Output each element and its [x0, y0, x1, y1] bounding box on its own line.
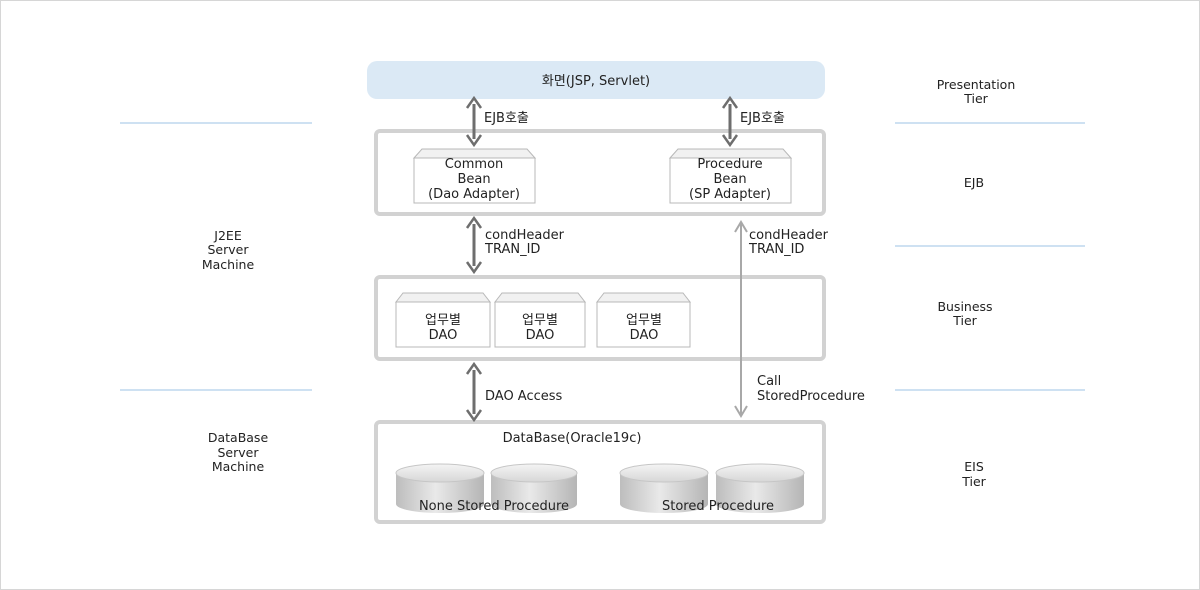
arrow-dao-access [465, 361, 483, 423]
procedure-bean-line-1: Procedure [697, 157, 762, 172]
dao-box-3-line-1: 업무별 [626, 313, 662, 328]
call-sp-line-1: Call [757, 374, 781, 389]
procedure-bean: Procedure Bean (SP Adapter) [668, 148, 793, 204]
j2ee-machine-line-1: J2EE [213, 228, 242, 243]
db-machine-line-3: Machine [212, 459, 265, 474]
ejb-tier-label: EJB [964, 175, 984, 190]
stored-procedure-label: Stored Procedure [662, 499, 774, 514]
dao-box-3-line-2: DAO [630, 328, 659, 343]
business-tier-line-2: Tier [952, 313, 977, 328]
business-tier-line-1: Business [937, 299, 992, 314]
common-bean-line-2: Bean [457, 172, 490, 187]
common-bean: Common Bean (Dao Adapter) [412, 148, 537, 204]
db-machine-line-2: Server [218, 445, 260, 460]
db-cylinder-2 [490, 463, 578, 513]
dao-box-2: 업무별 DAO [493, 292, 587, 348]
database-title: DataBase(Oracle19c) [503, 431, 642, 446]
db-machine-line-1: DataBase [208, 430, 269, 445]
presentation-tier-line-1: Presentation [937, 77, 1016, 92]
dao-box-1-line-1: 업무별 [425, 313, 461, 328]
presentation-tier-line-2: Tier [963, 91, 988, 106]
arrow-ejb-call-left [465, 95, 483, 148]
none-stored-procedure-label: None Stored Procedure [419, 499, 569, 514]
dao-access-label: DAO Access [485, 389, 563, 404]
procedure-bean-line-3: (SP Adapter) [689, 187, 771, 202]
db-cylinder-1 [395, 463, 485, 513]
procedure-bean-line-2: Bean [713, 172, 746, 187]
cond-right-line-2: TRAN_ID [748, 242, 804, 257]
arrow-cond-left [465, 215, 483, 275]
database-container [374, 420, 826, 524]
ejb-call-right-label: EJB호출 [740, 111, 785, 126]
ejb-call-left-label: EJB호출 [484, 111, 529, 126]
dao-box-2-line-2: DAO [526, 328, 555, 343]
common-bean-line-1: Common [445, 157, 504, 172]
cond-left-line-2: TRAN_ID [484, 242, 540, 257]
dao-box-2-line-1: 업무별 [522, 313, 558, 328]
presentation-box [367, 61, 825, 99]
arrow-call-stored-procedure [734, 220, 748, 418]
cond-right-line-1: condHeader [749, 228, 829, 243]
db-cylinder-4 [715, 463, 805, 513]
presentation-box-label: 화면(JSP, Servlet) [542, 74, 650, 89]
arrow-ejb-call-right [721, 95, 739, 148]
dao-box-1: 업무별 DAO [394, 292, 492, 348]
dao-box-1-line-2: DAO [429, 328, 458, 343]
db-cylinder-3 [619, 463, 709, 513]
eis-tier-line-1: EIS [964, 459, 984, 474]
call-sp-line-2: StoredProcedure [757, 389, 865, 404]
eis-tier-line-2: Tier [961, 474, 986, 489]
dao-box-3: 업무별 DAO [595, 292, 692, 348]
j2ee-machine-line-3: Machine [202, 257, 255, 272]
cond-left-line-1: condHeader [485, 228, 565, 243]
j2ee-machine-line-2: Server [208, 242, 250, 257]
common-bean-line-3: (Dao Adapter) [428, 187, 520, 202]
